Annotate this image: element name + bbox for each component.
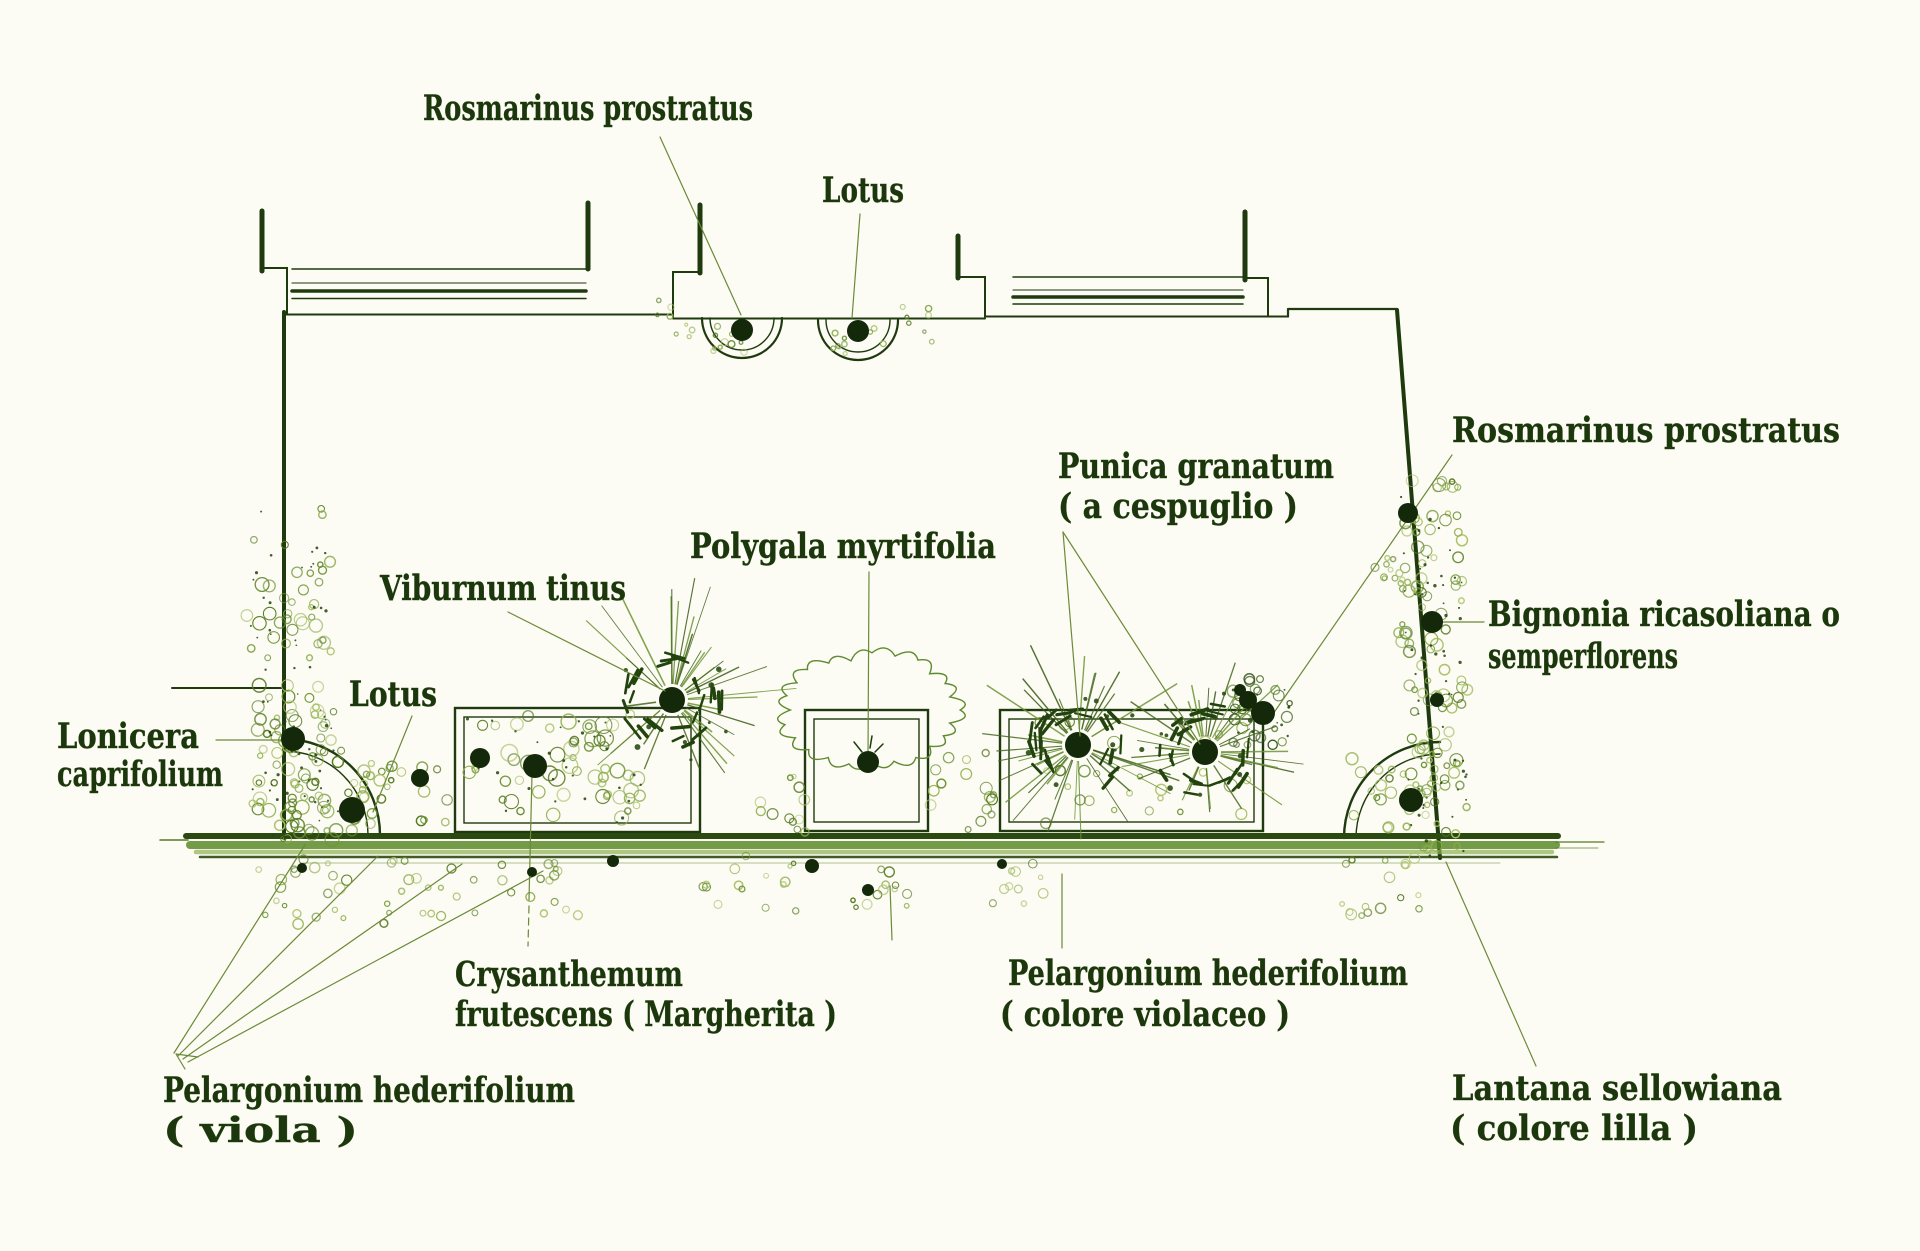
wall-pot-left-dot (731, 319, 753, 341)
viburnum-starburst (585, 577, 797, 774)
foliage-scribble (924, 748, 999, 833)
planter-box-square (803, 708, 930, 833)
plant-dot (1430, 693, 1444, 707)
plant-dot (1398, 503, 1418, 523)
foliage-scribble (698, 851, 800, 915)
plant-dot (997, 859, 1007, 869)
label-crysanthemum-line2: frutescens ( Margherita ) (455, 994, 837, 1035)
terrace-floor-edge (159, 833, 1605, 864)
foliage-scribble (850, 865, 913, 910)
label-pelargonium-viola-line1: Pelargonium hederifolium (163, 1070, 575, 1111)
wall-planter-right (816, 318, 900, 362)
polygala-cloud (777, 647, 966, 770)
label-bignonia-line1: Bignonia ricasoliana o (1488, 594, 1840, 635)
punica-starburst-2 (1120, 662, 1304, 813)
label-pelargonium-viola-line2: ( viola ) (163, 1110, 358, 1151)
foliage-layer (240, 297, 1474, 930)
plant-dot (1239, 691, 1257, 709)
leader-rosmarinus-top (659, 136, 742, 316)
plant-dot (523, 754, 547, 778)
plant-dot (862, 884, 874, 896)
leader-punica-b (1062, 531, 1201, 745)
leader-viola-arrowhead (175, 1053, 199, 1070)
label-lonicera-line1: Lonicera (57, 716, 199, 757)
planter-box-left (453, 706, 702, 834)
label-bignonia-line2: semperflorens (1488, 636, 1678, 677)
foliage-scribble (655, 297, 696, 340)
foliage-scribble (497, 858, 584, 921)
plant-dot (1234, 684, 1246, 696)
wall-pot-right-dot (847, 320, 869, 342)
label-lonicera-line2: caprifolium (57, 754, 223, 795)
label-crysanthemum-line1: Crysanthemum (455, 954, 683, 995)
building-facade (259, 200, 1399, 320)
plant-dot (527, 867, 537, 877)
label-pelargonium-violaceo-line2: ( colore violaceo ) (1000, 994, 1290, 1035)
label-rosmarinus-top: Rosmarinus prostratus (423, 88, 753, 129)
leader-punica-a (1062, 531, 1081, 737)
facade-window-left (290, 268, 588, 300)
foliage-scribble (754, 773, 811, 837)
lonicera-dot (281, 727, 305, 751)
label-lotus-left: Lotus (349, 674, 437, 715)
plant-dot (607, 855, 619, 867)
labels: Rosmarinus prostratus Lotus Punica grana… (57, 88, 1840, 1151)
leader-lantana (1445, 861, 1537, 1067)
plant-symbols-layer (585, 577, 1304, 840)
quarter-right-dot (1399, 788, 1423, 812)
label-lantana-line2: ( colore lilla ) (1450, 1108, 1698, 1149)
foliage-scribble (248, 700, 344, 848)
label-lotus-top: Lotus (822, 170, 904, 211)
plant-dot (297, 863, 307, 873)
plant-dot (805, 859, 819, 873)
label-rosmarinus-right: Rosmarinus prostratus (1452, 410, 1840, 451)
punica-starburst-1 (982, 644, 1180, 840)
foliage-scribble (1339, 852, 1423, 921)
bignonia-dot (1421, 611, 1443, 633)
planter-box-right (998, 708, 1265, 833)
foliage-scribble (240, 504, 337, 829)
foliage-scribble (287, 744, 376, 837)
leader-rosmarinus-right (1272, 454, 1453, 715)
leader-crysanthemum (528, 773, 533, 901)
facade-door-opening (672, 202, 986, 320)
leader-polygala (867, 571, 870, 757)
foliage-scribble (1345, 747, 1443, 834)
plant-dot (1251, 701, 1275, 725)
label-pelargonium-violaceo-line1: Pelargonium hederifolium (1008, 953, 1408, 994)
facade-window-right (1011, 276, 1245, 305)
foliage-scribble (379, 856, 479, 928)
quarter-left-dot (339, 797, 365, 823)
foliage-scribble (462, 709, 646, 826)
leader-viburnum (507, 611, 666, 692)
plant-dot (470, 748, 490, 768)
label-viburnum: Viburnum tinus (379, 568, 626, 609)
leader-lotus-left (372, 715, 413, 813)
plant-dots-layer (281, 319, 1444, 896)
leader-viola-fan (173, 844, 544, 1070)
leader-violaceo-a (889, 885, 893, 941)
foliage-scribble (710, 322, 748, 356)
leader-lotus-top (851, 213, 861, 319)
foliage-scribble (1370, 554, 1406, 584)
leader-lines (173, 136, 1537, 1070)
label-lantana-line1: Lantana sellowiana (1452, 1068, 1782, 1109)
foliage-scribble (899, 303, 935, 345)
polygala-dot (857, 751, 879, 773)
plant-dot (411, 769, 429, 787)
label-punica-line2: ( a cespuglio ) (1058, 486, 1298, 527)
label-polygala: Polygala myrtifolia (690, 526, 996, 567)
leader-crysanthemum-dash (527, 905, 530, 947)
label-punica-line1: Punica granatum (1058, 446, 1334, 487)
polygala-sprig (853, 735, 884, 753)
